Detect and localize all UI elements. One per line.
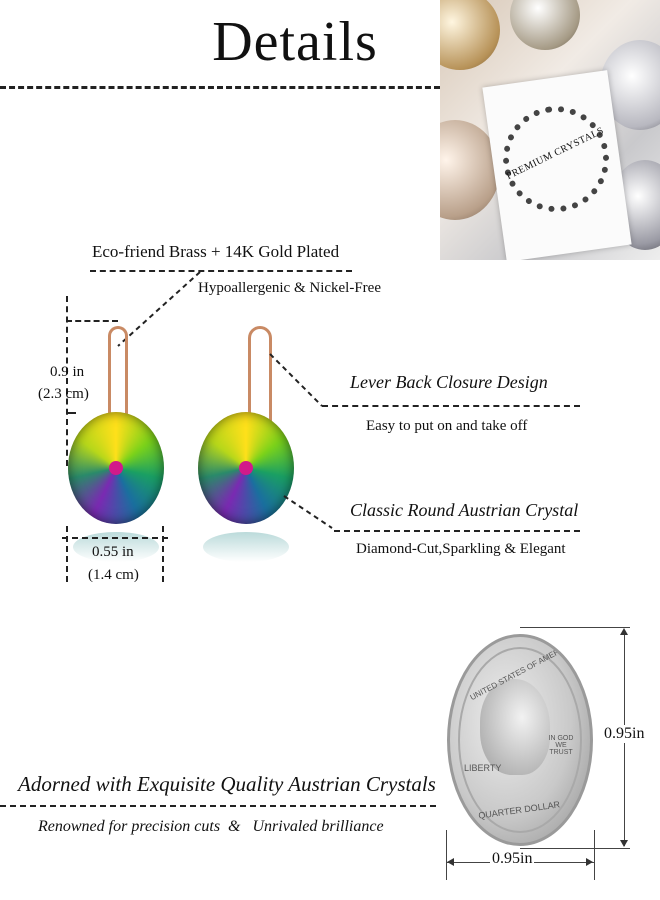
page-title: Details	[212, 11, 378, 73]
width-cm-label: (1.4 cm)	[88, 567, 139, 583]
footer-tagline: Renowned for precision cuts & Unrivaled …	[38, 818, 384, 835]
earring-right-crystal-center	[239, 461, 253, 475]
coin-width-right-line	[594, 830, 595, 880]
coin-height-bottom-line	[520, 848, 630, 849]
coin-rim	[458, 647, 582, 833]
width-dimension-left-line	[66, 526, 68, 582]
height-dimension-line	[66, 296, 68, 466]
height-dimension-top-line	[66, 320, 118, 322]
width-dimension-right-line	[162, 526, 164, 582]
feature-material-underline	[90, 270, 352, 272]
coin-height-arrow-up	[620, 628, 628, 635]
title-underline	[0, 86, 440, 89]
crystal-bead-image	[440, 0, 500, 70]
earring-right-hook	[248, 326, 272, 421]
feature-closure-leader-line	[269, 353, 323, 407]
coin-width-left-line	[446, 830, 447, 880]
earring-left-crystal-center	[109, 461, 123, 475]
coin-liberty-inscription: LIBERTY	[464, 763, 502, 773]
premium-crystals-tag: PREMIUM CRYSTALS	[482, 70, 632, 260]
coin-height-arrow-down	[620, 840, 628, 847]
height-dimension-bottom-line	[66, 412, 76, 414]
feature-material-subtitle: Hypoallergenic & Nickel-Free	[198, 280, 381, 296]
quarter-coin-image: UNITED STATES OF AMERICA LIBERTY IN GOD …	[447, 634, 593, 846]
width-dimension-line	[62, 537, 168, 539]
earring-right-reflection	[203, 532, 289, 562]
feature-crystal-title: Classic Round Austrian Crystal	[350, 500, 579, 520]
coin-width-arrow-left	[447, 858, 454, 866]
coin-width-label: 0.95in	[490, 850, 535, 868]
feature-closure-title: Lever Back Closure Design	[350, 372, 548, 392]
feature-closure-subtitle: Easy to put on and take off	[366, 418, 528, 434]
height-cm-label: (2.3 cm)	[38, 386, 89, 402]
feature-crystal-leader-line	[283, 495, 333, 529]
coin-motto-inscription: IN GOD WE TRUST	[548, 735, 574, 756]
crystal-bead-image	[510, 0, 580, 50]
coin-width-arrow-right	[586, 858, 593, 866]
product-photo: PREMIUM CRYSTALS	[440, 0, 660, 260]
height-inches-label: 0.9 in	[50, 364, 85, 380]
earring-left-hook	[108, 326, 128, 415]
feature-closure-underline	[322, 405, 580, 407]
feature-crystal-underline	[334, 530, 580, 532]
footer-divider	[0, 805, 436, 807]
coin-height-label: 0.95in	[604, 725, 645, 743]
footer-headline: Adorned with Exquisite Quality Austrian …	[18, 772, 436, 796]
feature-material-title: Eco-friend Brass + 14K Gold Plated	[92, 242, 340, 261]
coin-height-top-line	[520, 627, 630, 628]
feature-crystal-subtitle: Diamond-Cut,Sparkling & Elegant	[356, 541, 566, 557]
coin-portrait-image	[480, 679, 550, 775]
width-inches-label: 0.55 in	[92, 544, 134, 560]
feature-material-leader-line	[117, 271, 201, 347]
